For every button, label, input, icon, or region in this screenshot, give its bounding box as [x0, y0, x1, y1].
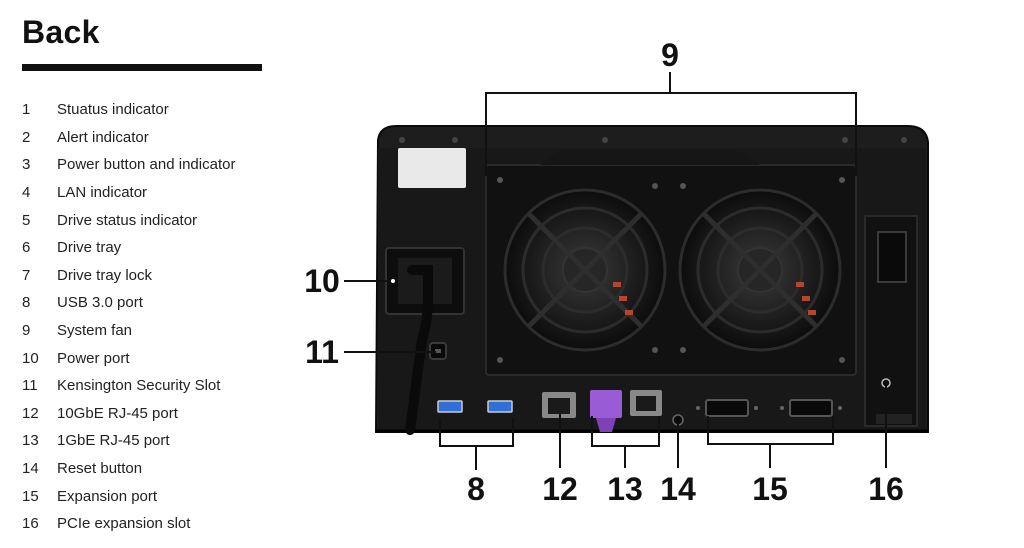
- pcie-slot-indicator: [881, 378, 891, 388]
- legend-label: LAN indicator: [57, 184, 148, 202]
- legend-item: 4 LAN indicator: [22, 179, 322, 207]
- legend-item: 3 Power button and indicator: [22, 151, 322, 179]
- legend-label: Drive tray lock: [57, 266, 153, 284]
- callout-9: 9: [661, 37, 679, 73]
- nas-rear-svg: 9 10 11 8 12 13 14 15 16: [304, 37, 929, 507]
- callout-14: 14: [660, 471, 696, 507]
- legend-number: 15: [22, 487, 39, 505]
- legend-label: Reset button: [57, 460, 143, 478]
- legend-item: 15 Expansion port: [22, 482, 322, 510]
- legend-number: 13: [22, 432, 39, 450]
- legend-label: Stuatus indicator: [57, 101, 169, 119]
- lan-1gbe-port-1: [590, 390, 622, 432]
- callout-16: 16: [868, 471, 904, 507]
- callout-8: 8: [467, 471, 485, 507]
- legend-item: 13 1GbE RJ-45 port: [22, 427, 322, 455]
- legend-item: 5 Drive status indicator: [22, 206, 322, 234]
- legend-number: 2: [22, 128, 31, 146]
- legend-number: 12: [22, 404, 39, 422]
- legend-label: System fan: [57, 322, 133, 340]
- legend-number: 14: [22, 460, 39, 478]
- serial-label-sticker: [398, 148, 466, 188]
- system-fan-right: [678, 188, 842, 352]
- legend-label: 1GbE RJ-45 port: [57, 432, 170, 450]
- pcie-expansion-slot: [864, 215, 918, 427]
- legend-item: 7 Drive tray lock: [22, 262, 322, 290]
- legend-label: Power port: [57, 349, 130, 367]
- legend-number: 6: [22, 239, 31, 257]
- legend-item: 16 PCIe expansion slot: [22, 510, 322, 538]
- lan-10gbe-port: [542, 392, 576, 418]
- legend-item: 1 Stuatus indicator: [22, 96, 322, 124]
- system-fan-left: [503, 188, 667, 352]
- legend-number: 10: [22, 349, 39, 367]
- legend-label: Power button and indicator: [57, 156, 236, 174]
- legend-number: 7: [22, 266, 31, 284]
- legend-item: 10 Power port: [22, 344, 322, 372]
- callout-13: 13: [607, 471, 643, 507]
- legend-number: 4: [22, 184, 31, 202]
- legend-item: 8 USB 3.0 port: [22, 289, 322, 317]
- legend-label: Alert indicator: [57, 128, 149, 146]
- nas-rear-diagram: 9 10 11 8 12 13 14 15 16: [290, 30, 1024, 548]
- legend-item: 11 Kensington Security Slot: [22, 372, 322, 400]
- legend-number: 8: [22, 294, 31, 312]
- callout-lines: [344, 72, 887, 470]
- usb-port-2: [487, 400, 513, 413]
- expansion-port-1: [696, 399, 758, 417]
- page-title: Back: [22, 14, 100, 50]
- legend-item: 12 10GbE RJ-45 port: [22, 400, 322, 428]
- reset-button: [672, 414, 684, 426]
- legend-item: 6 Drive tray: [22, 234, 322, 262]
- legend-number: 16: [22, 515, 39, 533]
- legend-label: PCIe expansion slot: [57, 515, 191, 533]
- callout-15: 15: [752, 471, 788, 507]
- expansion-port-2: [780, 399, 842, 417]
- legend-label: USB 3.0 port: [57, 294, 143, 312]
- usb-port-1: [437, 400, 463, 413]
- legend-number: 1: [22, 101, 31, 119]
- callout-11: 11: [305, 334, 339, 370]
- legend-number: 9: [22, 322, 31, 340]
- callout-12: 12: [542, 471, 578, 507]
- title-rule: [22, 64, 262, 71]
- legend-label: Expansion port: [57, 487, 158, 505]
- legend-item: 9 System fan: [22, 317, 322, 345]
- legend-label: Drive tray: [57, 239, 122, 257]
- legend-label: Drive status indicator: [57, 211, 198, 229]
- legend-label: Kensington Security Slot: [57, 377, 221, 395]
- legend-item: 14 Reset button: [22, 455, 322, 483]
- legend-number: 3: [22, 156, 31, 174]
- power-port: [385, 247, 465, 435]
- callout-10: 10: [304, 263, 340, 299]
- legend-number: 5: [22, 211, 31, 229]
- legend-number: 11: [22, 377, 38, 395]
- lan-1gbe-port-2: [630, 390, 662, 416]
- legend-item: 2 Alert indicator: [22, 124, 322, 152]
- power-cable: [405, 265, 433, 435]
- legend-label: 10GbE RJ-45 port: [57, 404, 178, 422]
